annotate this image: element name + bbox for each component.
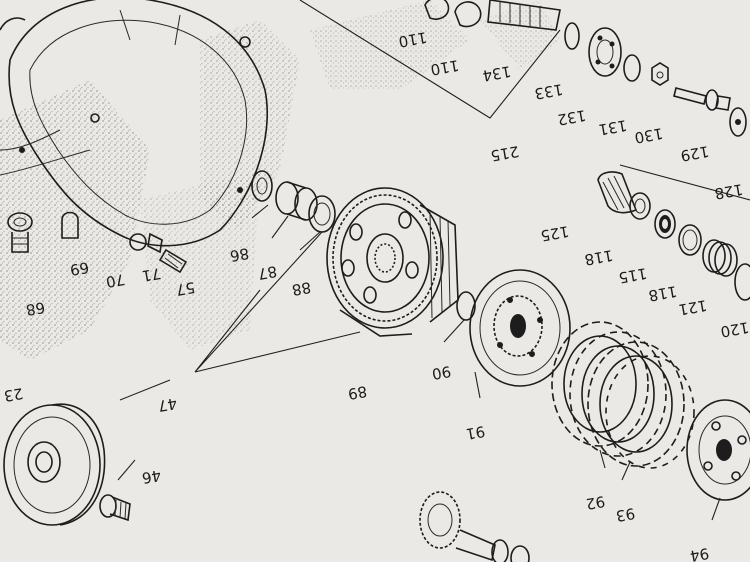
label-121: 121 xyxy=(677,296,708,319)
label-70: 70 xyxy=(105,270,127,291)
label-110a: 110 xyxy=(397,28,428,51)
clutch-outer-gear xyxy=(326,187,459,337)
label-118b: 118 xyxy=(647,282,678,305)
small-bolts-left xyxy=(7,211,188,274)
bolt-46 xyxy=(99,494,131,522)
label-71: 71 xyxy=(141,264,163,285)
pressure-plate xyxy=(686,399,750,501)
label-93: 93 xyxy=(615,504,637,525)
washer-90 xyxy=(456,291,476,321)
label-118a: 118 xyxy=(583,246,614,269)
part-labels: 110 110 134 133 132 131 130 129 128 215 … xyxy=(3,28,750,562)
label-87: 87 xyxy=(257,262,279,283)
label-125: 125 xyxy=(539,222,570,245)
gear-shaft-top xyxy=(424,0,747,137)
label-128: 128 xyxy=(713,180,744,203)
label-132: 132 xyxy=(556,106,587,129)
crankcase-cover xyxy=(0,0,269,251)
label-90: 90 xyxy=(431,362,453,383)
label-110b: 110 xyxy=(429,56,460,79)
label-130: 130 xyxy=(633,124,664,147)
bottom-gear-shaft xyxy=(419,491,530,562)
label-134: 134 xyxy=(481,62,512,85)
label-46: 46 xyxy=(141,466,163,487)
label-129: 129 xyxy=(679,142,710,165)
label-89: 89 xyxy=(347,382,369,403)
label-68: 68 xyxy=(25,298,47,319)
label-23: 23 xyxy=(3,384,25,405)
label-88: 88 xyxy=(291,278,313,299)
clutch-hub xyxy=(469,269,571,387)
label-92: 92 xyxy=(585,492,607,513)
label-69: 69 xyxy=(69,258,91,279)
washers-86-88 xyxy=(251,170,336,233)
label-94: 94 xyxy=(689,544,711,562)
label-131: 131 xyxy=(597,116,628,139)
drive-pulley xyxy=(3,403,106,526)
label-47: 47 xyxy=(157,394,179,415)
clutch-plates xyxy=(551,321,695,469)
label-91: 91 xyxy=(465,422,487,443)
label-86: 86 xyxy=(229,244,251,265)
label-115: 115 xyxy=(617,264,648,287)
label-133: 133 xyxy=(533,80,564,103)
label-120: 120 xyxy=(719,318,750,341)
label-57: 57 xyxy=(175,278,197,299)
label-215: 215 xyxy=(489,142,520,165)
right-shaft-parts xyxy=(597,171,750,301)
